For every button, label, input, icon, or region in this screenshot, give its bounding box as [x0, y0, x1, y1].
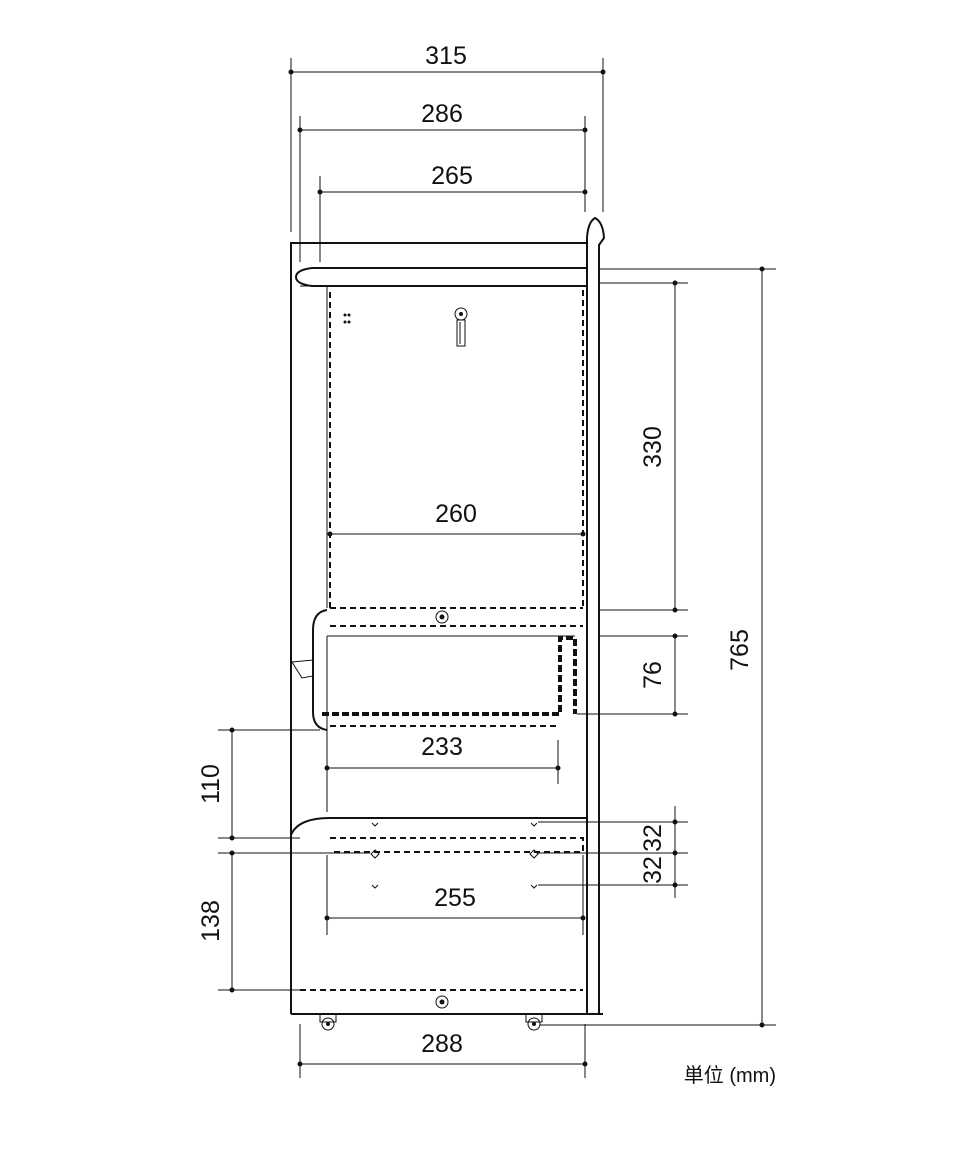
dim-base-height-label: 138 [197, 900, 225, 942]
drawer-box-dashed [322, 636, 577, 716]
dim-inner-width-label: 286 [421, 100, 463, 128]
dim-pitch-2-label: 32 [639, 856, 667, 884]
caster-left-icon [319, 1013, 337, 1031]
dim-shelf-width-label: 260 [435, 500, 477, 528]
dim-shelf-width: 260 [327, 500, 586, 537]
dim-overall-width: 315 [288, 42, 606, 232]
key-lock-icon [454, 307, 468, 347]
vent-holes-icon [343, 313, 351, 324]
drawer-knob-icon [291, 659, 314, 679]
dim-top-shelf-width-label: 265 [431, 162, 473, 190]
cabinet-body [290, 216, 606, 1031]
dim-lower-width-label: 255 [434, 884, 476, 912]
dim-base-width-label: 288 [421, 1030, 463, 1058]
dim-overall-width-label: 315 [425, 42, 467, 70]
shelf-pin-icons [370, 822, 539, 889]
dim-total-height-label: 765 [726, 629, 754, 671]
right-side-panel [586, 216, 606, 1014]
caster-right-icon [525, 1013, 543, 1031]
dim-pin-pitch: 32 32 [538, 806, 688, 898]
unit-label: 単位 (mm) [684, 1064, 776, 1087]
base-screw-icon [435, 995, 449, 1009]
dim-total-height: 765 [540, 266, 776, 1028]
left-side-panel [290, 242, 587, 1014]
dim-base-height: 138 [197, 850, 370, 993]
dim-upper-height-label: 330 [639, 426, 667, 468]
dim-pitch-1-label: 32 [639, 824, 667, 852]
dim-gap-height-label: 110 [197, 764, 225, 804]
dim-drawer-height: 76 [577, 633, 688, 717]
dim-drawer-width-label: 233 [421, 733, 463, 761]
base-screw-center [439, 999, 445, 1005]
lower-shelf-dashed [330, 837, 584, 853]
dim-gap-height: 110 [197, 727, 320, 841]
dim-drawer-height-label: 76 [639, 661, 667, 689]
shelf-screw-center [439, 614, 445, 620]
dim-top-shelf-width: 265 [317, 162, 588, 262]
dim-lower-width: 255 [324, 884, 586, 921]
top-rail [294, 267, 587, 287]
shelf-screw-icon [435, 610, 449, 624]
dim-upper-height: 330 [599, 280, 688, 613]
dim-inner-width: 286 [297, 100, 588, 262]
dim-base-width: 288 [297, 1024, 588, 1078]
lower-shelf-curve [290, 817, 587, 836]
dim-drawer-width: 233 [324, 733, 561, 784]
